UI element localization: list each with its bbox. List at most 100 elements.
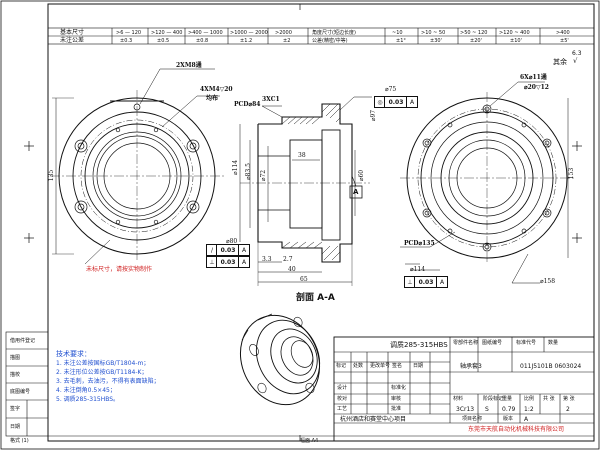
tol-row1-label: 基本尺寸 — [60, 29, 85, 36]
tech-req-item-3: 3. 去毛刺，去油污，不得有表面缺陷； — [56, 378, 160, 385]
tb-mat-label: 材料 — [453, 396, 464, 402]
strip-label-5: 日期 — [10, 424, 21, 430]
front-view — [50, 68, 224, 265]
strip-label-4: 签字 — [10, 406, 21, 412]
tb-material-note: 调质285-315HBS — [390, 341, 448, 349]
sec-d40: 40 — [288, 266, 296, 273]
tb-draw-no-label: 图纸编号 — [482, 340, 503, 346]
roughness-value: 6.3 — [572, 50, 582, 57]
sec-d60: ⌀60 — [358, 169, 366, 182]
sec-d38: 38 — [298, 152, 306, 159]
tol-val-0: ±0.3 — [120, 38, 133, 44]
tol-val-2: ±0.8 — [196, 38, 209, 44]
strip-label-0: 借用件登记 — [10, 338, 36, 344]
tb-scale: 1:2 — [524, 406, 534, 413]
tb-version-label: 版本 — [503, 416, 514, 422]
tech-requirements: 技术要求： 1. 未注公差按国标GB/T1804-m； 2. 未注形位公差按GB… — [56, 350, 160, 403]
angle-range-0: ~10 — [392, 30, 403, 36]
tb-col1: 标记 — [336, 363, 347, 369]
gdt3-datum: A — [238, 256, 250, 268]
tb-std-code: 标准代号 — [516, 340, 537, 346]
angle-tol-label: 公差(精密/中等) — [312, 38, 348, 44]
tb-drawing-no: 011J5101B 0603024 — [520, 363, 582, 370]
tol-range-2: >400 — 1000 — [188, 30, 223, 36]
tb-col3: 更改单号 — [370, 363, 391, 369]
tb-project: 杭州酒店和赛堂中心项目 — [340, 416, 407, 423]
tb-col2: 处数 — [353, 363, 364, 369]
tb-s-label: S — [485, 406, 489, 413]
sec-d2-7: 2.7 — [283, 256, 293, 263]
angle-tol-4: ±5' — [560, 38, 569, 44]
side-pcd135: PCD⌀135 — [404, 240, 435, 247]
isometric-view — [239, 313, 321, 406]
front-callout-thread: 4XM4▽20 — [200, 86, 233, 93]
tb-parts-label: 零部件名称 — [453, 340, 479, 346]
tb-qty-label: 数量 — [548, 340, 559, 346]
side-view — [400, 81, 574, 284]
tb-stage: 阶段标记 — [483, 396, 504, 402]
tb-mass: 0.79 — [502, 406, 516, 413]
sec-chamfer: 3XC1 — [262, 96, 280, 103]
tech-req-item-4: 4. 未注倒角0.5×45； — [56, 387, 116, 394]
strip-label-3: 底图编号 — [10, 389, 31, 395]
tb-material: 3Cr13 — [456, 406, 475, 413]
sec-d835: ⌀83.5 — [244, 163, 252, 180]
sec-d75: ⌀75 — [385, 86, 397, 93]
section-view — [239, 96, 420, 286]
tol-range-1: >120 — 400 — [151, 30, 183, 36]
tb-count: 2 — [566, 406, 570, 413]
angle-tol-3: ±10' — [510, 38, 522, 44]
tolerance-table-lines — [47, 27, 595, 45]
angle-tol-2: ±20' — [470, 38, 482, 44]
tech-req-item-2: 2. 未注形位公差按GB/T1184-K； — [56, 369, 148, 376]
tech-req-item-1: 1. 未注公差按国标GB/T1804-m； — [56, 360, 150, 367]
side-hole-callout2: ⌀20▽12 — [524, 84, 549, 91]
strip-label-1: 描图 — [10, 355, 21, 361]
tb-approve: 审核 — [391, 396, 402, 402]
front-height-dim: 135 — [48, 169, 56, 182]
tb-project-label: 项目名称 — [462, 416, 483, 422]
tb-ratio: 比例 — [524, 396, 535, 402]
side-hole-callout: 6X⌀11通 — [520, 74, 547, 81]
left-strip-lines — [5, 331, 49, 437]
gdt1-datum: A — [406, 96, 418, 108]
sec-d97: ⌀97 — [370, 109, 378, 122]
tb-col5: 日期 — [413, 363, 424, 369]
front-callout-thread2: 均布 — [206, 95, 219, 102]
sec-d65: 65 — [300, 276, 308, 283]
gdt1-value: 0.03 — [384, 96, 408, 108]
angle-tol-1: ±30' — [430, 38, 442, 44]
tb-version: A — [524, 416, 529, 423]
side-d158: ⌀158 — [540, 278, 556, 285]
tb-check: 校对 — [337, 396, 348, 402]
gdt3-value: 0.03 — [216, 256, 240, 268]
tol-val-3: ±1.2 — [240, 38, 253, 44]
angle-label: 角度尺寸(短边长度) — [312, 30, 356, 36]
angle-range-1: >10 ~ 50 — [421, 30, 446, 36]
gdt2-value: 0.03 — [216, 244, 240, 256]
tb-weight: 重量 — [502, 396, 513, 402]
front-callout-top: 2XM8通 — [176, 62, 202, 69]
strip-label-2: 描校 — [10, 372, 21, 378]
tb-sheet-no: 第 张 — [563, 396, 575, 402]
angle-range-4: >400 — [556, 30, 570, 36]
tb-format-label: 格式 (1) — [10, 438, 29, 444]
title-block-lines — [333, 336, 595, 442]
tol-val-1: ±0.5 — [157, 38, 170, 44]
sec-d114: ⌀114 — [232, 159, 240, 176]
sec-d72: ⌀72 — [260, 169, 268, 182]
tol-range-4: >2000 — [275, 30, 292, 36]
tb-approve2: 批准 — [391, 406, 402, 412]
section-title: 剖面 A-A — [296, 293, 335, 303]
angle-range-2: >50 ~ 120 — [460, 30, 488, 36]
gdt4-datum: A — [436, 276, 448, 288]
sec-pcd-top: PCD⌀84 — [234, 101, 261, 108]
roughness-icon: √ — [573, 57, 578, 65]
front-note: 未标尺寸，请按实物制作 — [86, 266, 153, 273]
roughness-rest: 其余 — [553, 58, 567, 66]
tb-design: 设计 — [337, 385, 348, 391]
tol-row2-label: 未注公差 — [60, 37, 85, 44]
tb-part-name: 轴承套3 — [460, 363, 482, 370]
